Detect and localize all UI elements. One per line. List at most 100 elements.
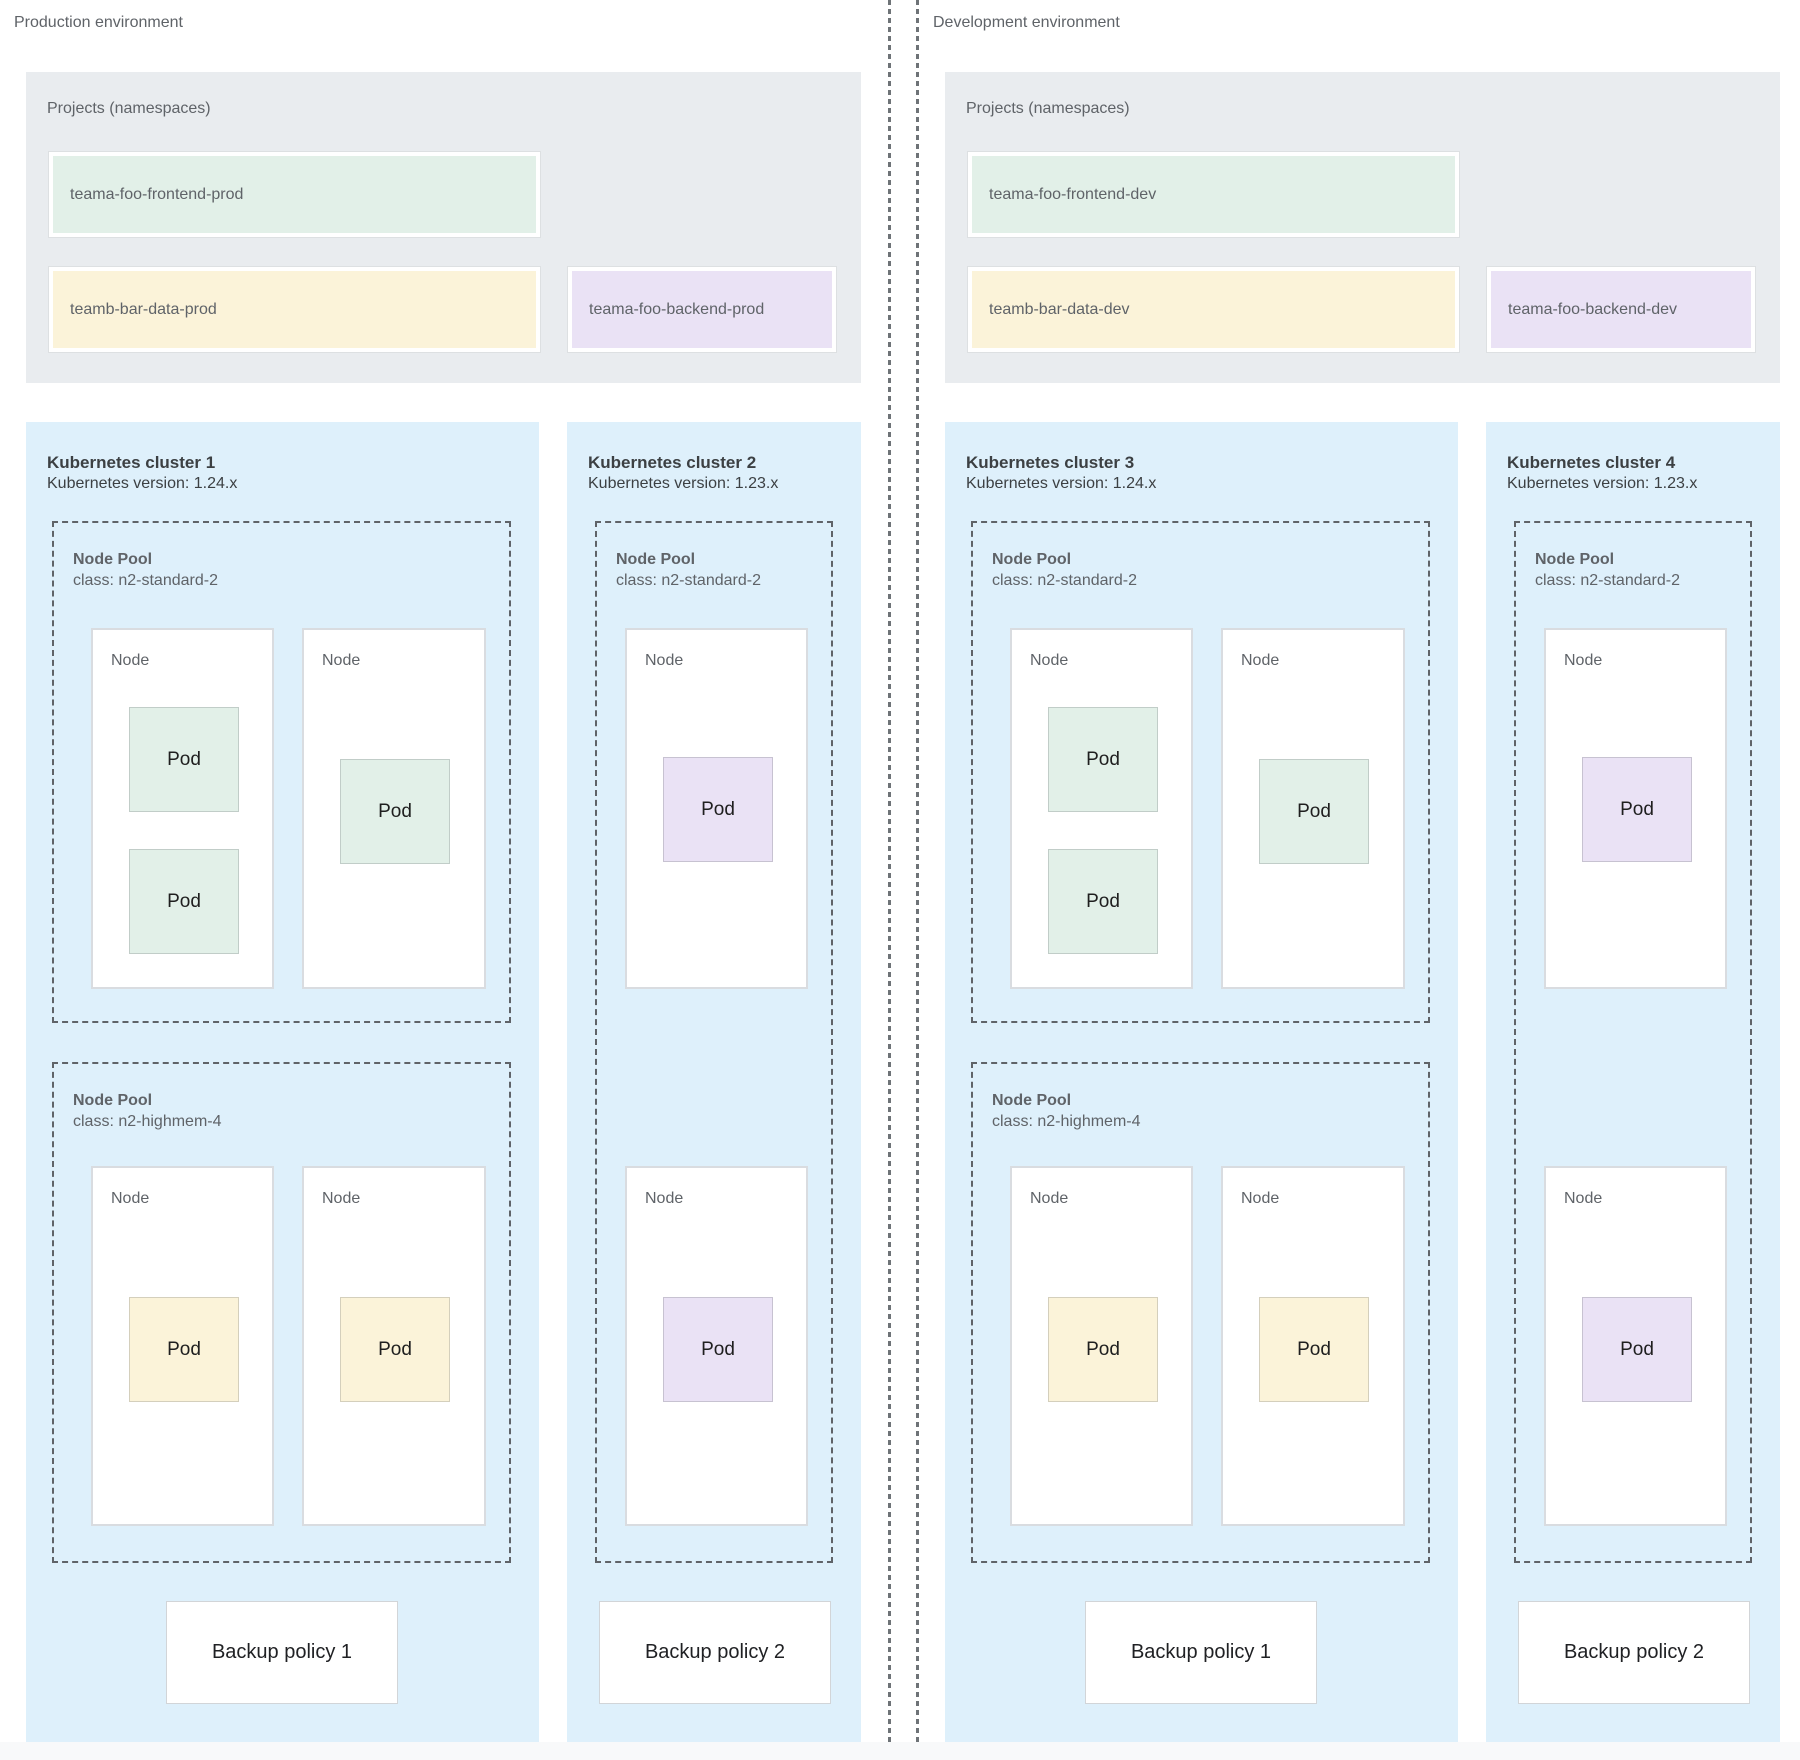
cluster-version: Kubernetes version: 1.23.x xyxy=(1507,475,1698,492)
cluster-2-header: Kubernetes cluster 2 Kubernetes version:… xyxy=(588,452,778,494)
pod-box: Pod xyxy=(129,849,239,954)
production-environment: Production environment Projects (namespa… xyxy=(0,0,881,1760)
cluster-title: Kubernetes cluster 4 xyxy=(1507,453,1676,472)
pod-box: Pod xyxy=(1048,849,1158,954)
projects-title: Projects (namespaces) xyxy=(966,100,1130,117)
node-label: Node xyxy=(1030,652,1069,669)
projects-title: Projects (namespaces) xyxy=(47,100,211,117)
backup-policy-box: Backup policy 2 xyxy=(1518,1601,1750,1704)
cluster-title: Kubernetes cluster 2 xyxy=(588,453,757,472)
node-pool-class: class: n2-standard-2 xyxy=(73,572,218,589)
pod-label: Pod xyxy=(1620,1338,1654,1360)
pod-label: Pod xyxy=(1620,798,1654,820)
node-pool-label: Node Pool class: n2-highmem-4 xyxy=(73,1090,222,1132)
pod-box: Pod xyxy=(663,1297,773,1402)
node-label: Node xyxy=(111,652,150,669)
backup-policy-box: Backup policy 2 xyxy=(599,1601,831,1704)
pod-box: Pod xyxy=(340,1297,450,1402)
node-box: Node Pod xyxy=(302,628,486,989)
node-pool-title: Node Pool xyxy=(73,551,153,568)
node-label: Node xyxy=(322,652,361,669)
node-pool-class: class: n2-highmem-4 xyxy=(73,1113,222,1130)
node-box: Node Pod xyxy=(1221,1166,1405,1526)
cluster-2-node-pool: Node Pool class: n2-standard-2 Node Pod … xyxy=(595,521,833,1563)
cluster-version: Kubernetes version: 1.24.x xyxy=(47,475,238,492)
node-pool-class: class: n2-standard-2 xyxy=(1535,572,1680,589)
node-label: Node xyxy=(645,652,684,669)
pod-box: Pod xyxy=(1582,1297,1692,1402)
namespace-backend-prod: teama-foo-backend-prod xyxy=(568,267,836,352)
namespace-label: teama-foo-frontend-dev xyxy=(989,185,1157,203)
pod-box: Pod xyxy=(663,757,773,862)
pod-box: Pod xyxy=(340,759,450,864)
pod-label: Pod xyxy=(701,798,735,820)
pod-label: Pod xyxy=(167,748,201,770)
node-label: Node xyxy=(111,1190,150,1207)
node-pool-label: Node Pool class: n2-standard-2 xyxy=(992,549,1137,591)
namespace-label: teamb-bar-data-dev xyxy=(989,300,1130,318)
cluster-4-node-pool: Node Pool class: n2-standard-2 Node Pod … xyxy=(1514,521,1752,1563)
cluster-3-node-pool-1: Node Pool class: n2-standard-2 Node Pod … xyxy=(971,521,1430,1023)
node-box: Node Pod xyxy=(1010,1166,1193,1526)
namespace-label: teama-foo-frontend-prod xyxy=(70,185,244,203)
namespace-label: teamb-bar-data-prod xyxy=(70,300,217,318)
pod-box: Pod xyxy=(1048,707,1158,812)
node-box: Node Pod xyxy=(1221,628,1405,989)
cluster-title: Kubernetes cluster 1 xyxy=(47,453,216,472)
node-pool-class: class: n2-standard-2 xyxy=(992,572,1137,589)
pod-box: Pod xyxy=(129,707,239,812)
pod-box: Pod xyxy=(129,1297,239,1402)
cluster-title: Kubernetes cluster 3 xyxy=(966,453,1135,472)
node-pool-title: Node Pool xyxy=(73,1092,153,1109)
projects-box-development: Projects (namespaces) teama-foo-frontend… xyxy=(945,72,1780,383)
node-label: Node xyxy=(322,1190,361,1207)
namespace-label: teama-foo-backend-dev xyxy=(1508,300,1677,318)
namespace-label: teama-foo-backend-prod xyxy=(589,300,765,318)
environment-divider-line xyxy=(916,0,919,1760)
pod-label: Pod xyxy=(1086,1338,1120,1360)
node-box: Node Pod xyxy=(625,1166,808,1526)
projects-box-production: Projects (namespaces) teama-foo-frontend… xyxy=(26,72,861,383)
pod-box: Pod xyxy=(1582,757,1692,862)
node-label: Node xyxy=(1564,652,1603,669)
cluster-4-box: Kubernetes cluster 4 Kubernetes version:… xyxy=(1486,422,1780,1742)
node-pool-class: class: n2-standard-2 xyxy=(616,572,761,589)
environment-divider-line xyxy=(888,0,891,1760)
cluster-2-box: Kubernetes cluster 2 Kubernetes version:… xyxy=(567,422,861,1742)
node-label: Node xyxy=(1564,1190,1603,1207)
node-box: Node Pod xyxy=(1544,1166,1727,1526)
pod-box: Pod xyxy=(1048,1297,1158,1402)
node-pool-class: class: n2-highmem-4 xyxy=(992,1113,1141,1130)
namespace-frontend-prod: teama-foo-frontend-prod xyxy=(49,152,540,237)
cluster-1-node-pool-1: Node Pool class: n2-standard-2 Node Pod … xyxy=(52,521,511,1023)
env-label-production: Production environment xyxy=(14,14,183,31)
pod-label: Pod xyxy=(1086,748,1120,770)
node-pool-label: Node Pool class: n2-highmem-4 xyxy=(992,1090,1141,1132)
cluster-1-box: Kubernetes cluster 1 Kubernetes version:… xyxy=(26,422,539,1742)
node-label: Node xyxy=(1241,1190,1280,1207)
namespace-data-dev: teamb-bar-data-dev xyxy=(968,267,1459,352)
node-box: Node Pod xyxy=(302,1166,486,1526)
pod-label: Pod xyxy=(1297,800,1331,822)
cluster-3-header: Kubernetes cluster 3 Kubernetes version:… xyxy=(966,452,1156,494)
node-pool-label: Node Pool class: n2-standard-2 xyxy=(616,549,761,591)
node-pool-label: Node Pool class: n2-standard-2 xyxy=(1535,549,1680,591)
node-pool-title: Node Pool xyxy=(992,1092,1072,1109)
cluster-version: Kubernetes version: 1.23.x xyxy=(588,475,779,492)
pod-box: Pod xyxy=(1259,759,1369,864)
env-label-development: Development environment xyxy=(933,14,1120,31)
cluster-1-header: Kubernetes cluster 1 Kubernetes version:… xyxy=(47,452,237,494)
pod-label: Pod xyxy=(1297,1338,1331,1360)
node-pool-title: Node Pool xyxy=(616,551,696,568)
node-box: Node Pod Pod xyxy=(1010,628,1193,989)
cluster-version: Kubernetes version: 1.24.x xyxy=(966,475,1157,492)
namespace-frontend-dev: teama-foo-frontend-dev xyxy=(968,152,1459,237)
node-pool-title: Node Pool xyxy=(1535,551,1615,568)
node-box: Node Pod xyxy=(1544,628,1727,989)
namespace-backend-dev: teama-foo-backend-dev xyxy=(1487,267,1755,352)
pod-label: Pod xyxy=(701,1338,735,1360)
node-box: Node Pod xyxy=(625,628,808,989)
pod-box: Pod xyxy=(1259,1297,1369,1402)
pod-label: Pod xyxy=(167,1338,201,1360)
backup-policy-box: Backup policy 1 xyxy=(166,1601,398,1704)
